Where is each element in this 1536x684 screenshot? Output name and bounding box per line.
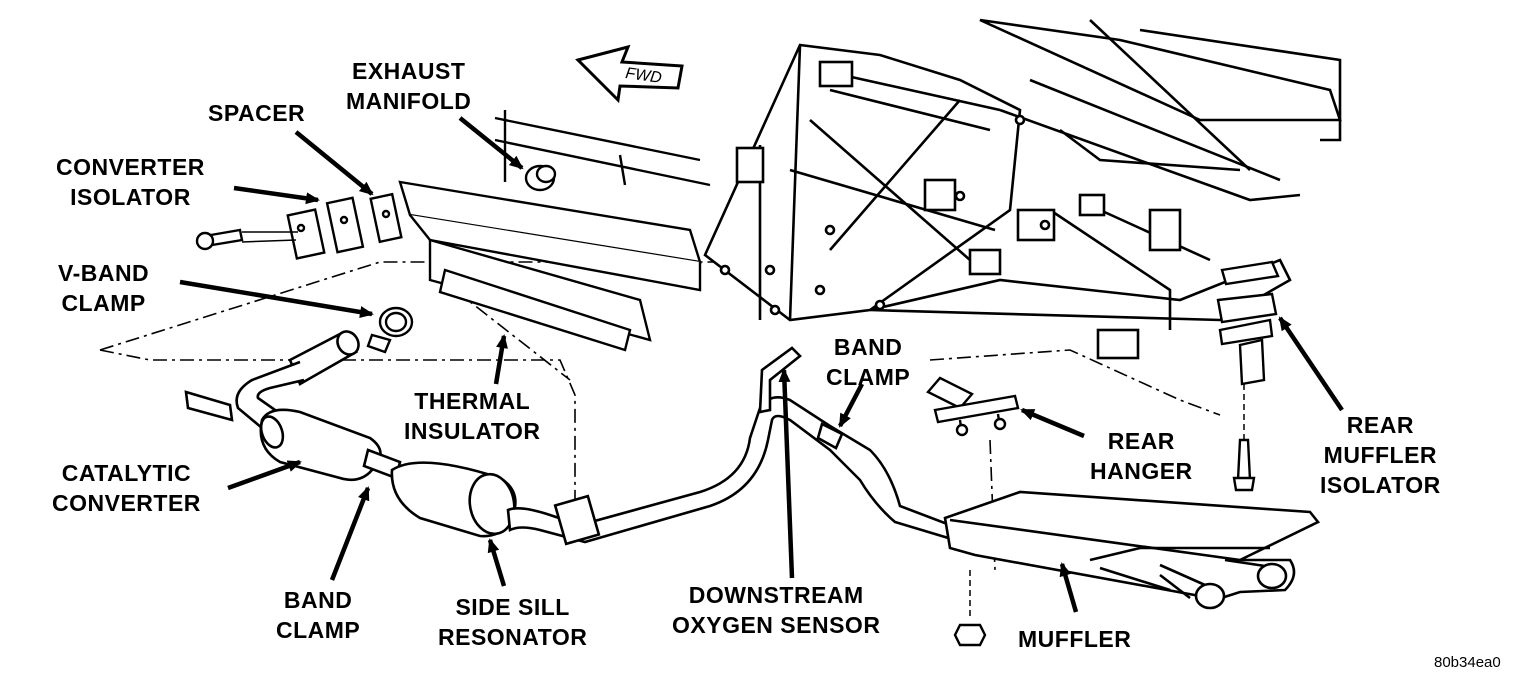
exhaust-manifold-flange [524,164,557,192]
rear-frame-structure [703,18,1342,360]
label-muffler: MUFFLER [1018,626,1132,652]
front-frame-crossmember [398,110,711,352]
leader-arrows [179,116,1344,613]
rear-muffler-isolator-part [1216,260,1280,492]
exhaust-pipe-assembly [184,330,1321,610]
muffler-mount-nut [953,570,987,647]
forward-direction-arrow: FWD [575,44,684,104]
v-band-clamp-part [366,306,414,354]
rear-hanger-part [926,376,1020,437]
label-spacer: SPACER [208,100,306,126]
fwd-label: FWD [624,65,663,87]
figure-code: 80b34ea0 [1434,654,1501,671]
converter-isolator-assembly [195,192,403,260]
